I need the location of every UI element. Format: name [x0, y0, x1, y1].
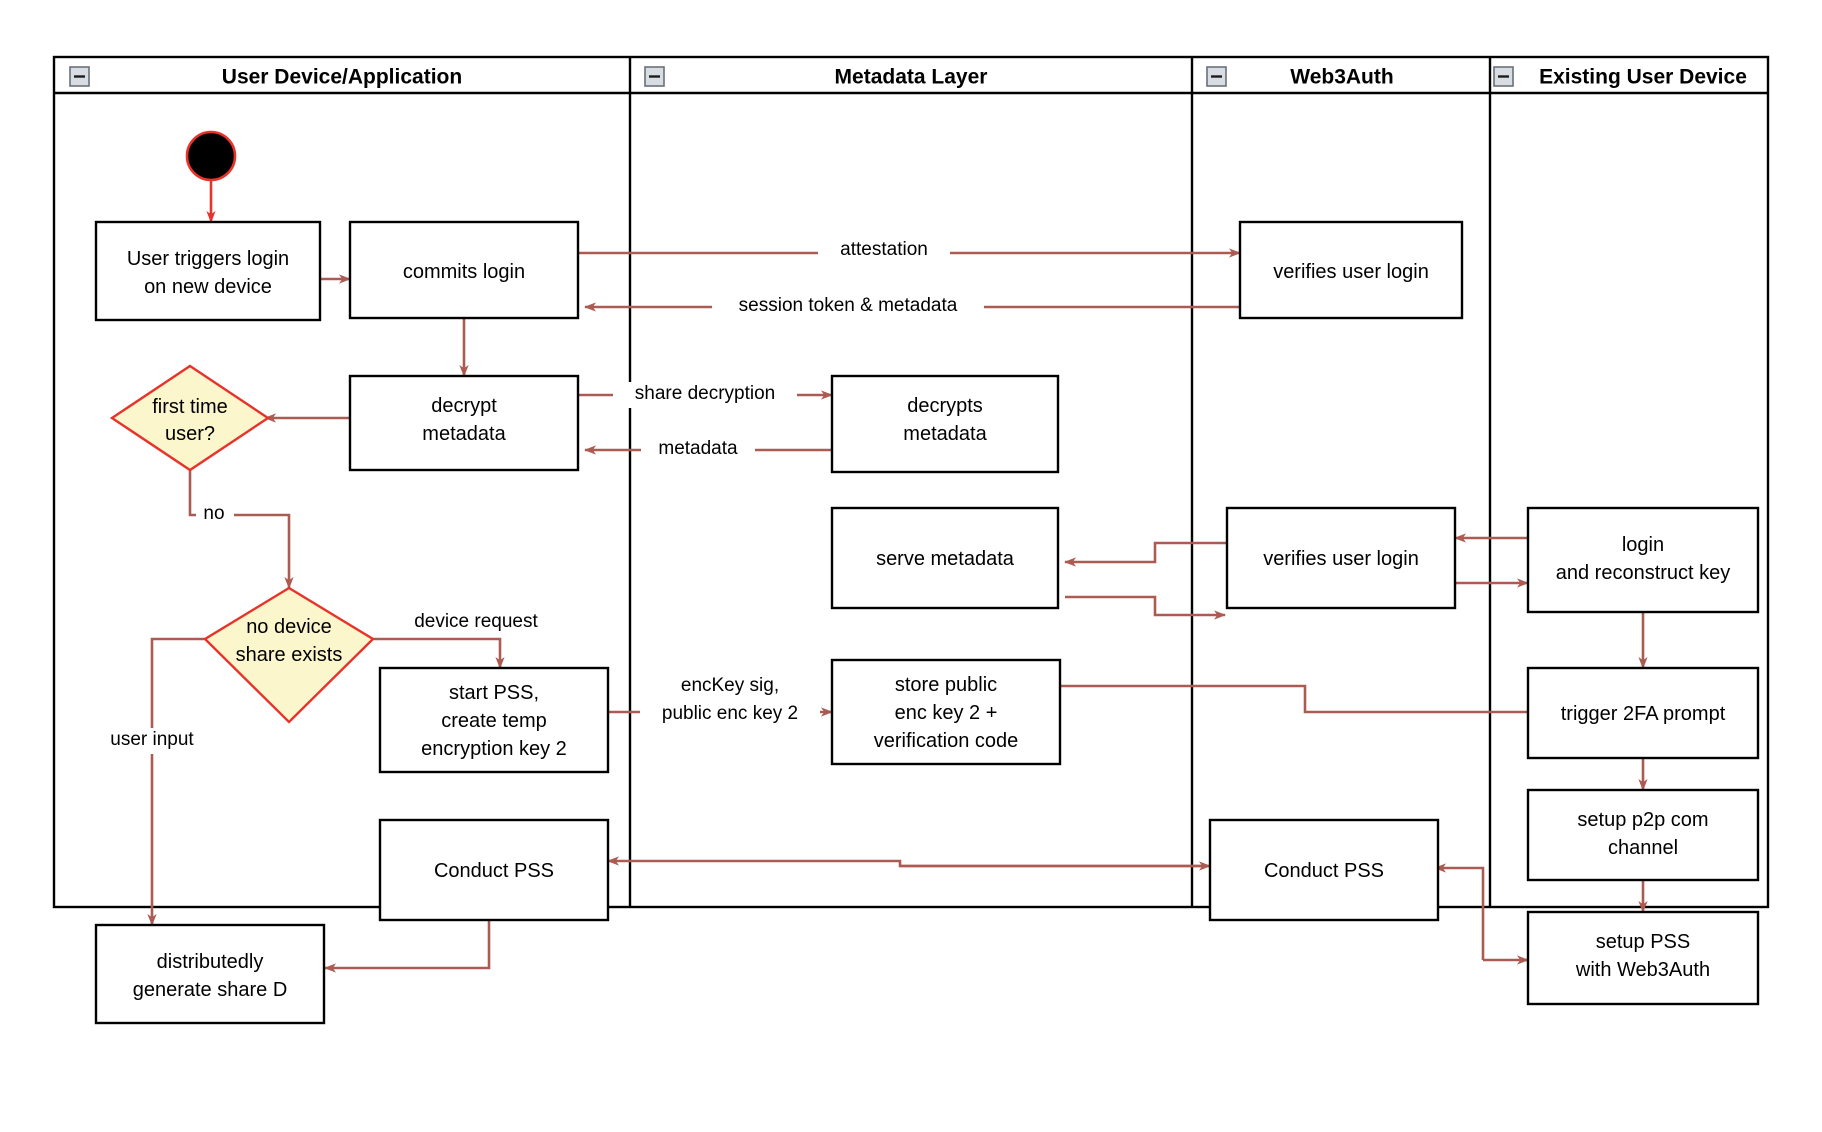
node-label: User triggers login [127, 248, 289, 270]
node-label: decrypts [907, 395, 983, 417]
lane-header-web3auth[interactable]: Web3Auth [1206, 66, 1394, 89]
node-label: Conduct PSS [434, 860, 554, 882]
node-label: generate share D [133, 979, 288, 1001]
lane-title-web3auth: Web3Auth [1290, 66, 1393, 89]
node-label: metadata [422, 423, 506, 445]
node-label: setup PSS [1596, 931, 1691, 953]
flow-setup-pss-to-conduct-pss-web3auth [1434, 863, 1485, 960]
lane-title-user-device: User Device/Application [222, 66, 462, 89]
node-conduct-pss-web3auth[interactable]: Conduct PSS [1208, 818, 1440, 922]
node-label: verifies user login [1273, 261, 1429, 283]
node-label: store public [895, 674, 997, 696]
flow-conduct-pss-to-share-d [324, 920, 491, 973]
lane-title-metadata-layer: Metadata Layer [835, 66, 988, 89]
lane-title-existing-user-device: Existing User Device [1539, 66, 1747, 89]
minus-box-icon[interactable] [69, 66, 90, 87]
node-label: channel [1608, 837, 1678, 859]
flow-edges [147, 165, 1648, 973]
flow-no-branch [188, 470, 294, 589]
node-label: trigger 2FA prompt [1561, 703, 1726, 725]
node-start-pss[interactable]: start PSS, create temp encryption key 2 [378, 666, 610, 774]
node-label: with Web3Auth [1575, 959, 1710, 981]
minus-box-icon[interactable] [1206, 66, 1227, 87]
edge-label-enckey-sig-line2: public enc key 2 [662, 703, 798, 724]
swimlane-frame [52, 55, 1770, 909]
node-label: encryption key 2 [421, 738, 567, 760]
node-conduct-pss-user[interactable]: Conduct PSS [378, 818, 610, 922]
node-label: commits login [403, 261, 525, 283]
flow-verify-to-serve-metadata [1064, 541, 1227, 567]
node-setup-p2p-com-channel[interactable]: setup p2p com channel [1526, 788, 1760, 882]
lane-header-metadata-layer[interactable]: Metadata Layer [644, 66, 988, 89]
node-label: on new device [144, 276, 272, 298]
node-label: verification code [874, 730, 1019, 752]
node-label: setup p2p com [1577, 809, 1708, 831]
node-label: share exists [236, 644, 343, 666]
edge-label-session-token: session token & metadata [739, 295, 958, 316]
edge-label-attestation: attestation [840, 239, 928, 260]
node-label: no device [246, 616, 332, 638]
node-setup-pss-with-web3auth[interactable]: setup PSS with Web3Auth [1526, 910, 1760, 1006]
lane-header-user-device[interactable]: User Device/Application [69, 66, 462, 89]
edge-labels: attestation session token & metadata sha… [90, 238, 984, 754]
node-label: login [1622, 534, 1664, 556]
node-label: verifies user login [1263, 548, 1419, 570]
node-label: start PSS, [449, 682, 539, 704]
node-distributedly-generate-share-d[interactable]: distributedly generate share D [94, 923, 326, 1025]
node-label: Conduct PSS [1264, 860, 1384, 882]
edge-label-enckey-sig-line1: encKey sig, [681, 675, 779, 696]
node-decrypt-metadata[interactable]: decrypt metadata [348, 374, 580, 472]
node-login-reconstruct-key[interactable]: login and reconstruct key [1526, 506, 1760, 614]
node-label: create temp [441, 710, 547, 732]
node-no-device-share-exists[interactable]: no device share exists [203, 586, 375, 724]
minus-box-icon[interactable] [644, 66, 665, 87]
node-serve-metadata[interactable]: serve metadata [830, 506, 1060, 610]
node-first-time-user[interactable]: first time user? [109, 364, 271, 472]
edge-label-device-request: device request [414, 611, 538, 632]
node-label: user? [165, 423, 215, 445]
flow-serve-metadata-to-verify [1065, 595, 1226, 620]
flow-device-request [370, 637, 505, 669]
flow-user-input [147, 637, 208, 926]
initial-node [185, 130, 237, 182]
node-label: enc key 2 + [895, 702, 998, 724]
edge-label-no: no [203, 503, 224, 524]
node-label: decrypt [431, 395, 497, 417]
node-decrypts-metadata[interactable]: decrypts metadata [830, 374, 1060, 474]
edge-label-share-decryption: share decryption [635, 383, 775, 404]
node-label: metadata [903, 423, 987, 445]
node-label: first time [152, 396, 228, 418]
flow-store-to-trigger-2fa [1060, 684, 1584, 717]
node-verifies-user-login-mid[interactable]: verifies user login [1225, 506, 1457, 610]
node-user-triggers-login[interactable]: User triggers login on new device [94, 220, 322, 322]
node-trigger-2fa-prompt[interactable]: trigger 2FA prompt [1526, 666, 1760, 760]
node-label: and reconstruct key [1556, 562, 1731, 584]
edge-label-user-input: user input [110, 729, 194, 750]
node-commits-login[interactable]: commits login [348, 220, 580, 320]
minus-box-icon[interactable] [1493, 66, 1514, 87]
node-label: serve metadata [876, 548, 1015, 570]
edge-label-metadata: metadata [658, 438, 738, 459]
node-store-public-enc-key[interactable]: store public enc key 2 + verification co… [830, 658, 1062, 766]
lane-header-existing-user-device[interactable]: Existing User Device [1493, 66, 1747, 89]
node-verifies-user-login-top[interactable]: verifies user login [1238, 220, 1464, 320]
node-label: distributedly [157, 951, 264, 973]
